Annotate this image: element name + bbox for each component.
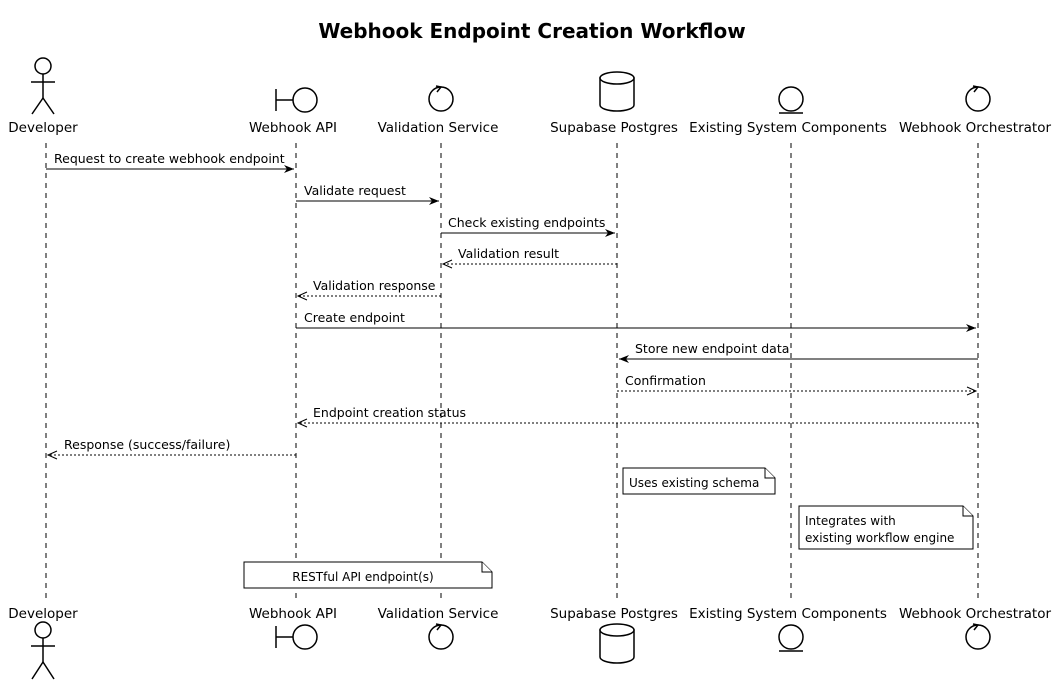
participant-supabase-postgres-top: Supabase Postgres	[550, 71, 678, 136]
participant-supabase-postgres-bottom: Supabase Postgres	[550, 606, 678, 664]
entity-icon	[778, 86, 804, 114]
note-text: existing workflow engine	[805, 531, 954, 545]
participant-label: Developer	[8, 120, 78, 136]
participant-label: Existing System Components	[689, 606, 887, 622]
control-icon	[428, 85, 454, 112]
note-integrates-with-workflow-engine: Integrates with existing workflow engine	[798, 505, 974, 550]
actor-icon	[31, 57, 55, 115]
note-text: Uses existing schema	[629, 476, 759, 490]
message-3: Check existing endpoints	[441, 215, 615, 237]
message-label: Check existing endpoints	[448, 215, 605, 230]
message-7: Store new endpoint data	[619, 341, 978, 363]
diagram-title: Webhook Endpoint Creation Workflow	[318, 19, 745, 43]
message-8: Confirmation	[617, 373, 978, 396]
entity-icon	[778, 624, 804, 652]
message-1: Request to create webhook endpoint	[46, 151, 294, 173]
database-icon	[599, 623, 635, 664]
database-icon	[599, 71, 635, 112]
participant-validation-service-top: Validation Service	[378, 85, 499, 136]
message-label: Validation result	[458, 246, 559, 261]
message-6: Create endpoint	[296, 310, 976, 332]
message-label: Confirmation	[625, 373, 706, 388]
participant-label: Supabase Postgres	[550, 606, 678, 622]
boundary-icon	[275, 87, 318, 113]
participant-existing-system-components-bottom: Existing System Components	[689, 606, 887, 652]
participant-label: Webhook API	[249, 606, 337, 622]
participant-existing-system-components-top: Existing System Components	[689, 86, 887, 136]
control-icon	[965, 623, 991, 650]
message-5: Validation response	[296, 278, 441, 301]
participant-webhook-api-bottom: Webhook API	[249, 606, 337, 650]
lifelines	[45, 143, 979, 602]
participant-label: Webhook Orchestrator	[899, 606, 1051, 622]
participant-label: Validation Service	[378, 120, 499, 136]
message-label: Endpoint creation status	[313, 405, 466, 420]
message-label: Response (success/failure)	[64, 437, 230, 452]
participant-webhook-orchestrator-bottom: Webhook Orchestrator	[899, 606, 1051, 650]
messages: Request to create webhook endpoint Valid…	[46, 151, 978, 460]
participant-label: Webhook Orchestrator	[899, 120, 1051, 136]
message-label: Validate request	[304, 183, 406, 198]
participant-label: Existing System Components	[689, 120, 887, 136]
control-icon	[965, 85, 991, 112]
participant-label: Supabase Postgres	[550, 120, 678, 136]
note-text: RESTful API endpoint(s)	[292, 570, 433, 584]
note-text: Integrates with	[805, 514, 896, 528]
participant-validation-service-bottom: Validation Service	[378, 606, 499, 650]
note-uses-existing-schema: Uses existing schema	[622, 467, 776, 495]
participant-label: Validation Service	[378, 606, 499, 622]
participant-webhook-api-top: Webhook API	[249, 87, 337, 136]
note-restful-api-endpoints: RESTful API endpoint(s)	[243, 561, 493, 589]
message-label: Store new endpoint data	[635, 341, 789, 356]
participant-webhook-orchestrator-top: Webhook Orchestrator	[899, 85, 1051, 136]
participant-label: Webhook API	[249, 120, 337, 136]
actor-icon	[31, 621, 55, 680]
message-label: Request to create webhook endpoint	[54, 151, 285, 166]
participant-label: Developer	[8, 606, 78, 622]
message-10: Response (success/failure)	[46, 437, 296, 460]
participant-developer-bottom: Developer	[8, 606, 78, 680]
message-label: Create endpoint	[304, 310, 405, 325]
message-9: Endpoint creation status	[296, 405, 978, 428]
boundary-icon	[275, 624, 318, 650]
message-2: Validate request	[296, 183, 439, 205]
control-icon	[428, 623, 454, 650]
message-4: Validation result	[441, 246, 617, 269]
participant-developer-top: Developer	[8, 57, 78, 136]
message-label: Validation response	[313, 278, 436, 293]
